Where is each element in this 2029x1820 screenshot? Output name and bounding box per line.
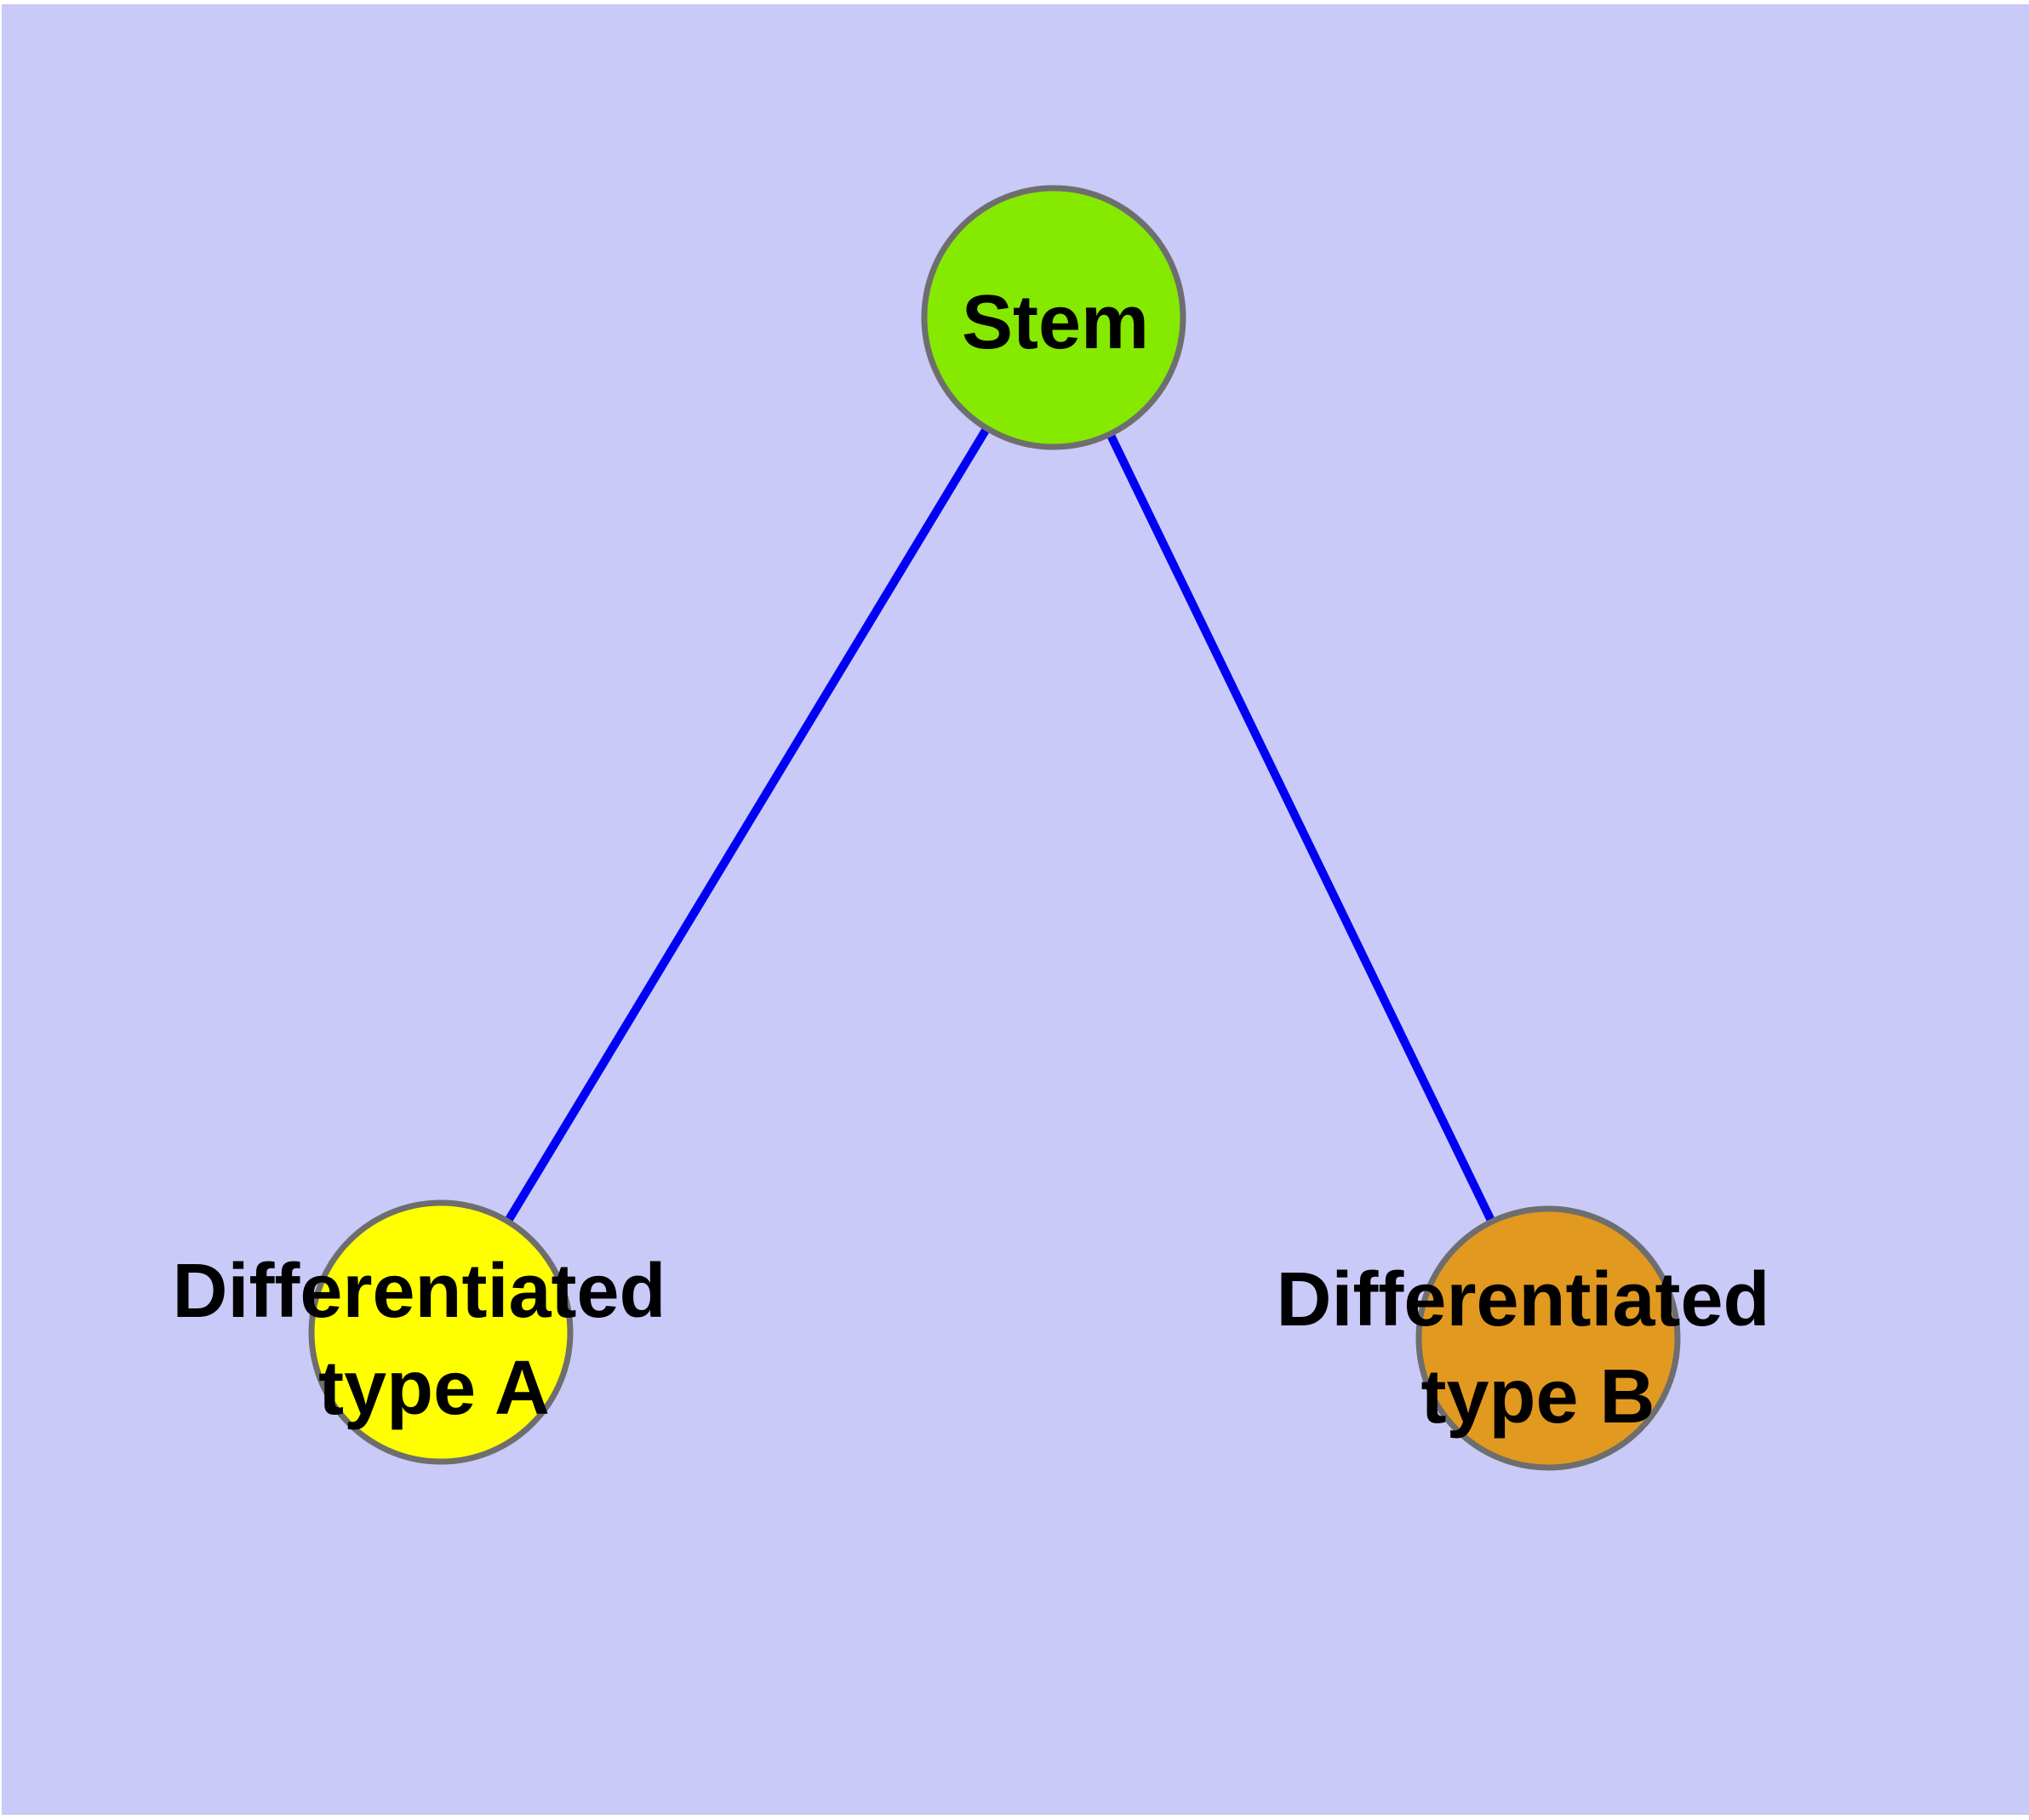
node-type-a-label-line1: Differentiated [172,1249,666,1334]
node-type-b-label: Differentiated type B [1276,1257,1791,1439]
edge-stem-to-type-b [1049,315,1552,1341]
node-type-b-label-line2: type B [1420,1354,1655,1439]
node-type-a-circle [308,1199,574,1465]
node-stem-label: Stem [962,280,1149,365]
node-type-b-circle [1415,1205,1681,1471]
node-stem-label-line: Stem [962,280,1149,365]
node-type-a-label: Differentiated type A [172,1249,687,1431]
edge-stem-to-type-a [437,315,1058,1335]
node-type-b-label-line1: Differentiated [1276,1257,1769,1342]
node-stem-circle [921,185,1186,450]
node-type-a-label-line2: type A [318,1346,550,1431]
